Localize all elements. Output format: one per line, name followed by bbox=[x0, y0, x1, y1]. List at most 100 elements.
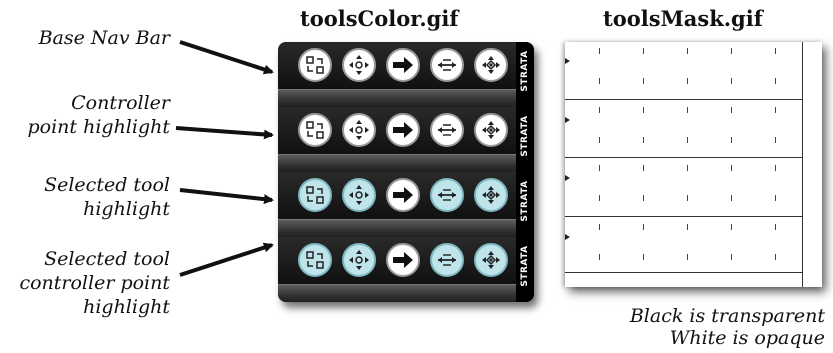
tool-button-scale[interactable] bbox=[430, 48, 464, 82]
move-icon bbox=[349, 185, 369, 205]
mask-tick bbox=[643, 136, 644, 143]
mask-tick bbox=[731, 78, 732, 84]
tool-button-arrow[interactable] bbox=[386, 243, 420, 277]
strata-logo-text: STRATA bbox=[520, 180, 530, 222]
tool-button-scale[interactable] bbox=[430, 243, 464, 277]
tool-button-scale[interactable] bbox=[430, 113, 464, 147]
scale-icon bbox=[438, 59, 456, 71]
arrow-icon bbox=[393, 187, 413, 203]
label-controller-point-highlight: Controller point highlight bbox=[0, 91, 171, 139]
mask-tick bbox=[687, 48, 688, 54]
strata-logo: STRATA bbox=[516, 172, 534, 237]
tool-button-rotate[interactable] bbox=[298, 243, 332, 277]
label-selected-tool-controller-point-highlight: Selected tool controller point highlight bbox=[0, 247, 170, 319]
pan-icon bbox=[482, 186, 500, 204]
arrow-icon bbox=[393, 122, 413, 138]
mask-tick bbox=[599, 106, 600, 113]
tool-button-move[interactable] bbox=[342, 178, 376, 212]
nav-bar-base bbox=[278, 284, 516, 302]
pan-icon bbox=[482, 56, 500, 74]
mask-tick bbox=[599, 136, 600, 143]
mask-edge-marker bbox=[565, 233, 570, 240]
tool-button-arrow[interactable] bbox=[386, 178, 420, 212]
mask-tick bbox=[643, 253, 644, 260]
tool-button-arrow[interactable] bbox=[386, 48, 420, 82]
mask-tick bbox=[731, 106, 732, 113]
strata-logo: STRATA bbox=[516, 107, 534, 172]
tool-button-rotate[interactable] bbox=[298, 178, 332, 212]
mask-tick bbox=[687, 253, 688, 260]
mask-tick bbox=[775, 106, 776, 113]
move-icon bbox=[349, 55, 369, 75]
tool-button-pan[interactable] bbox=[474, 243, 508, 277]
tools-color-title: toolsColor.gif bbox=[300, 6, 459, 31]
mask-tick bbox=[599, 165, 600, 171]
mask-bottom-line bbox=[565, 272, 802, 273]
strata-logo-text: STRATA bbox=[520, 115, 530, 157]
arrow-icon bbox=[393, 252, 413, 268]
mask-tick bbox=[731, 223, 732, 230]
scale-icon bbox=[438, 124, 456, 136]
mask-tick bbox=[643, 195, 644, 201]
mask-tick bbox=[775, 223, 776, 230]
pan-icon bbox=[482, 251, 500, 269]
mask-edge-marker bbox=[565, 58, 570, 64]
nav-bar-row-selected-tool-controller-point-highlight: STRATA bbox=[278, 237, 534, 302]
mask-tick bbox=[643, 78, 644, 84]
mask-tick bbox=[643, 106, 644, 113]
pan-icon bbox=[482, 121, 500, 139]
mask-tick bbox=[775, 253, 776, 260]
rotate-icon bbox=[306, 56, 324, 74]
mask-tick bbox=[599, 195, 600, 201]
tool-button-rotate[interactable] bbox=[298, 48, 332, 82]
nav-bar-body bbox=[278, 42, 516, 89]
mask-tick bbox=[643, 223, 644, 230]
tool-button-move[interactable] bbox=[342, 113, 376, 147]
mask-row-divider bbox=[565, 157, 802, 158]
tool-button-arrow[interactable] bbox=[386, 113, 420, 147]
mask-tick bbox=[599, 253, 600, 260]
label-line: controller point bbox=[19, 272, 170, 294]
mask-tick bbox=[687, 78, 688, 84]
mask-tick bbox=[643, 48, 644, 54]
mask-tick bbox=[731, 165, 732, 171]
mask-tick bbox=[599, 223, 600, 230]
nav-bar-base bbox=[278, 219, 516, 238]
arrow-controller-point bbox=[175, 126, 274, 140]
move-icon bbox=[349, 250, 369, 270]
mask-tick bbox=[775, 165, 776, 171]
mask-tick bbox=[643, 165, 644, 171]
nav-bar-row-controller-point-highlight: STRATA bbox=[278, 107, 534, 173]
scale-icon bbox=[438, 254, 456, 266]
tool-button-rotate[interactable] bbox=[298, 113, 332, 147]
mask-tick bbox=[775, 78, 776, 84]
strata-logo-text: STRATA bbox=[520, 245, 530, 287]
mask-tick bbox=[687, 223, 688, 230]
strata-logo: STRATA bbox=[516, 42, 534, 107]
rotate-icon bbox=[306, 251, 324, 269]
nav-bar-row-base: STRATA bbox=[278, 42, 534, 108]
tool-button-scale[interactable] bbox=[430, 178, 464, 212]
nav-bar-body bbox=[278, 107, 516, 154]
mask-tick bbox=[687, 136, 688, 143]
nav-bar-row-selected-tool-highlight: STRATA bbox=[278, 172, 534, 238]
arrow-base-nav-bar bbox=[179, 40, 274, 75]
mask-tick bbox=[731, 195, 732, 201]
mask-row-divider bbox=[565, 98, 802, 100]
label-base-nav-bar: Base Nav Bar bbox=[0, 26, 170, 50]
mask-row-divider bbox=[565, 215, 802, 217]
label-selected-tool-highlight: Selected tool highlight bbox=[0, 173, 170, 221]
label-line: Selected tool bbox=[44, 174, 170, 196]
strata-logo-text: STRATA bbox=[520, 50, 530, 92]
tool-button-pan[interactable] bbox=[474, 113, 508, 147]
rotate-icon bbox=[306, 121, 324, 139]
mask-tick bbox=[687, 195, 688, 201]
strata-logo: STRATA bbox=[516, 237, 534, 302]
tool-button-move[interactable] bbox=[342, 48, 376, 82]
arrow-selected-controller bbox=[179, 242, 274, 277]
tool-button-move[interactable] bbox=[342, 243, 376, 277]
tool-button-pan[interactable] bbox=[474, 48, 508, 82]
tool-button-pan[interactable] bbox=[474, 178, 508, 212]
mask-tick bbox=[599, 78, 600, 84]
mask-tick bbox=[775, 136, 776, 143]
